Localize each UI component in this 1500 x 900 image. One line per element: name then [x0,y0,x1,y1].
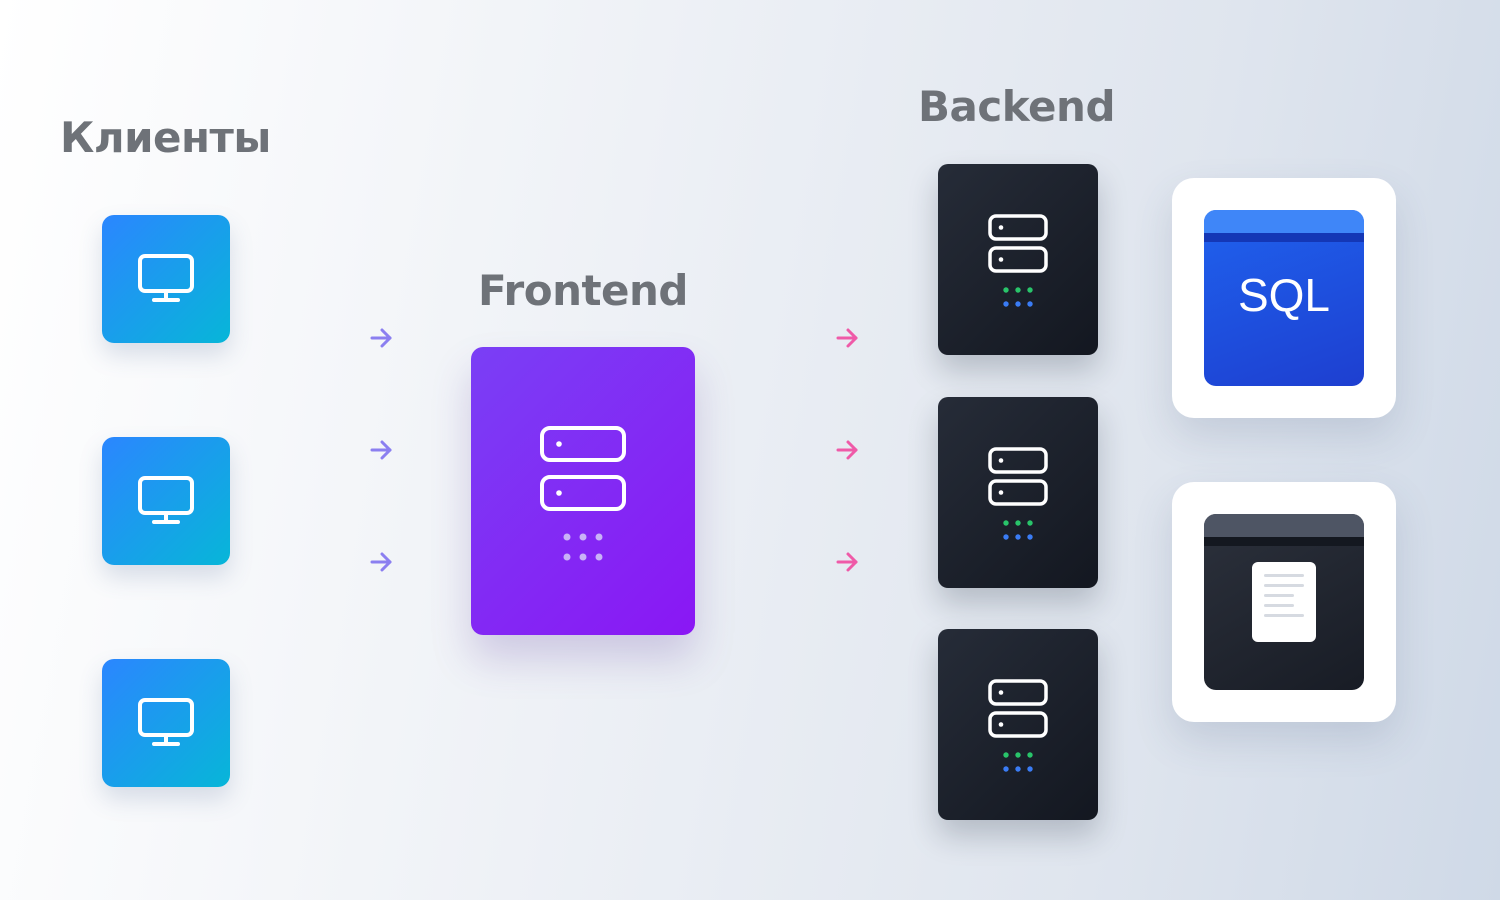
database-header-bar [1204,210,1364,233]
frontend-heading: Frontend [478,266,689,315]
database-header-band [1204,537,1364,546]
server-icon [988,214,1048,307]
client-node-1 [102,215,230,343]
sql-database-card: SQL [1172,178,1396,418]
sql-database-icon: SQL [1204,210,1364,386]
server-icon [988,447,1048,540]
client-node-2 [102,437,230,565]
arrow-frontend-to-backend [766,552,858,572]
document-line [1264,604,1294,607]
document-line [1264,584,1304,587]
arrow-client-to-frontend [300,328,392,348]
server-icon [540,426,626,561]
clients-heading: Клиенты [60,113,271,162]
backend-server-1 [938,164,1098,355]
sql-label: SQL [1237,269,1331,321]
document-icon [1252,562,1316,642]
database-header-band [1204,233,1364,242]
backend-server-2 [938,397,1098,588]
arrow-frontend-to-backend [766,328,858,348]
monitor-icon [138,254,194,302]
client-node-3 [102,659,230,787]
document-line [1264,594,1294,597]
arrow-frontend-to-backend [766,440,858,460]
frontend-node [471,347,695,635]
document-line [1264,614,1304,617]
backend-server-3 [938,629,1098,820]
document-store-card [1172,482,1396,722]
server-icon [988,679,1048,772]
arrow-client-to-frontend [300,440,392,460]
backend-heading: Backend [918,82,1116,131]
document-line [1264,574,1304,577]
monitor-icon [138,476,194,524]
document-store-icon [1204,514,1364,690]
arrow-client-to-frontend [300,552,392,572]
database-header-bar [1204,514,1364,537]
monitor-icon [138,698,194,746]
